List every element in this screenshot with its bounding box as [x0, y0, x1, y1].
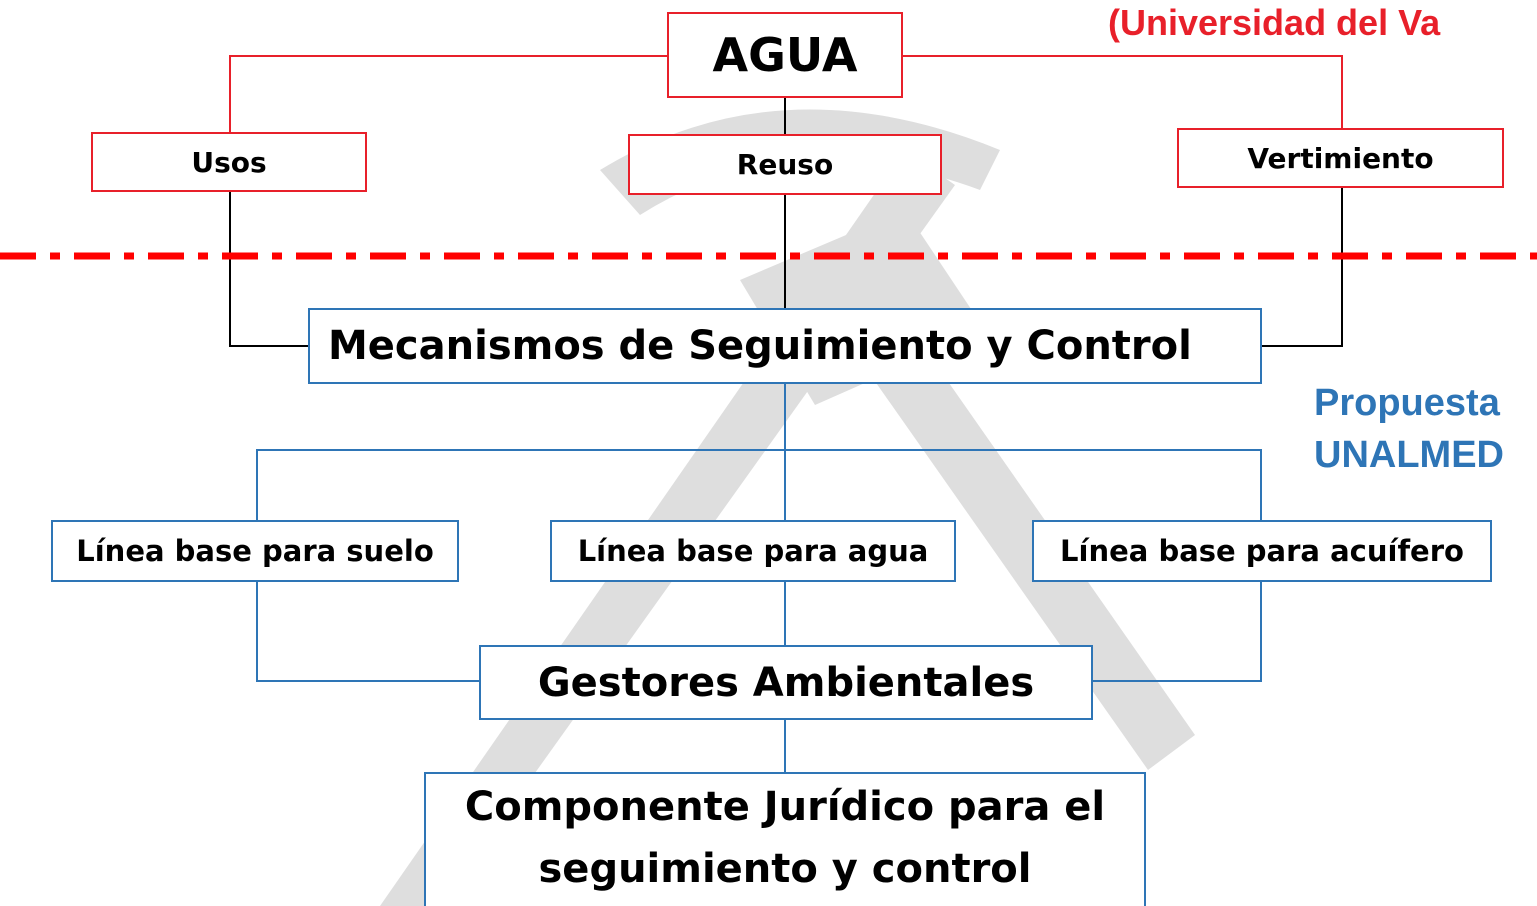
agua-label: AGUA: [712, 28, 858, 82]
gestores-label: Gestores Ambientales: [537, 659, 1035, 706]
linea-base-agua-label: Línea base para agua: [577, 534, 929, 568]
linea-base-suelo-node: Línea base para suelo: [51, 520, 459, 582]
linea-base-acuifero-label: Línea base para acuífero: [1060, 534, 1464, 568]
vertimiento-label: Vertimiento: [1247, 141, 1434, 175]
agua-node: AGUA: [667, 12, 903, 98]
linea-base-acuifero-node: Línea base para acuífero: [1032, 520, 1492, 582]
mecanismos-node: Mecanismos de Seguimiento y Control: [308, 308, 1262, 384]
reuso-label: Reuso: [736, 148, 834, 181]
usos-label: Usos: [191, 145, 267, 179]
linea-base-suelo-label: Línea base para suelo: [76, 534, 434, 568]
gestores-node: Gestores Ambientales: [479, 645, 1093, 720]
mecanismos-label: Mecanismos de Seguimiento y Control: [328, 323, 1192, 369]
componente-line2: seguimiento y control: [538, 846, 1032, 892]
reuso-node: Reuso: [628, 134, 942, 195]
universidad-label: (Universidad del Va: [1108, 2, 1441, 43]
unalmed-label: UNALMED: [1314, 434, 1504, 476]
usos-node: Usos: [91, 132, 367, 192]
componente-line1: Componente Jurídico para el: [464, 784, 1106, 830]
propuesta-label: Propuesta: [1314, 382, 1500, 424]
vertimiento-node: Vertimiento: [1177, 128, 1504, 188]
linea-base-agua-node: Línea base para agua: [550, 520, 956, 582]
componente-juridico-node: Componente Jurídico para el seguimiento …: [424, 772, 1146, 906]
